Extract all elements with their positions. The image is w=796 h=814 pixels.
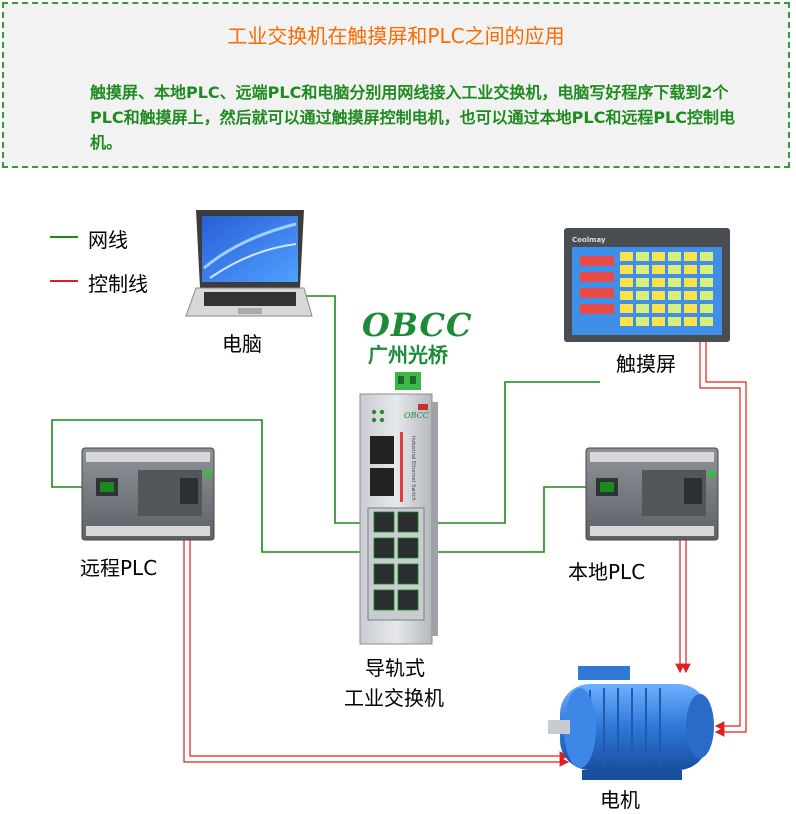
- hmi-cell: [636, 304, 649, 313]
- hmi-cell: [620, 317, 633, 326]
- hmi-cell: [700, 317, 713, 326]
- brand-logo: OBCC: [362, 306, 473, 344]
- switch-port: [373, 537, 395, 559]
- hmi-cell: [652, 252, 665, 261]
- hmi-cell: [700, 252, 713, 261]
- switch-image: OBCC Industrial Ethernet Switch: [359, 372, 438, 645]
- switch-label-line2: 工业交换机: [344, 686, 444, 710]
- switch-port: [373, 511, 395, 533]
- net-line-local-plc: [420, 486, 602, 553]
- computer-label: 电脑: [222, 332, 262, 356]
- header-box: 工业交换机在触摸屏和PLC之间的应用 触摸屏、本地PLC、远端PLC和电脑分别用…: [2, 2, 790, 168]
- local-plc-image: [585, 447, 719, 541]
- switch-port: [397, 589, 419, 611]
- hmi-button: [580, 288, 614, 298]
- hmi-cell: [620, 304, 633, 313]
- hmi-cell: [636, 291, 649, 300]
- brand-logo-cn: 广州光桥: [368, 343, 448, 367]
- hmi-cell: [668, 252, 681, 261]
- switch-port: [397, 537, 419, 559]
- hmi-cell: [652, 278, 665, 287]
- local-plc-label: 本地PLC: [568, 560, 646, 584]
- hmi-cell: [684, 304, 697, 313]
- touchscreen-label: 触摸屏: [616, 352, 676, 376]
- switch-port: [373, 563, 395, 585]
- motor-label: 电机: [600, 788, 640, 812]
- hmi-button: [580, 304, 614, 314]
- page-title: 工业交换机在触摸屏和PLC之间的应用: [227, 24, 565, 48]
- remote-plc-image: [81, 447, 215, 541]
- switch-brand-text: OBCC: [404, 411, 429, 420]
- hmi-cell: [620, 278, 633, 287]
- switch-port: [397, 511, 419, 533]
- hmi-cell: [700, 265, 713, 274]
- hmi-cell: [652, 265, 665, 274]
- switch-vertical-text: Industrial Ethernet Switch: [410, 436, 416, 501]
- net-line-computer: [306, 295, 376, 524]
- header-description: 触摸屏、本地PLC、远端PLC和电脑分别用网线接入工业交换机，电脑写好程序下载到…: [90, 83, 735, 152]
- net-line-touchscreen: [420, 381, 600, 524]
- switch-port: [397, 563, 419, 585]
- control-lines: [183, 342, 747, 767]
- ctrl-line-remote-plc-a: [183, 537, 570, 767]
- hmi-cell: [684, 265, 697, 274]
- switch-label-line1: 导轨式: [365, 656, 425, 680]
- hmi-cell: [636, 265, 649, 274]
- legend-network-label: 网线: [88, 228, 128, 252]
- hmi-button: [580, 272, 614, 282]
- motor-image: [548, 666, 714, 780]
- hmi-cell: [668, 317, 681, 326]
- legend: [50, 236, 78, 282]
- hmi-cell: [668, 291, 681, 300]
- hmi-cell: [684, 252, 697, 261]
- hmi-cell: [700, 291, 713, 300]
- hmi-cell: [700, 304, 713, 313]
- legend-control-label: 控制线: [88, 272, 148, 296]
- hmi-cell: [636, 252, 649, 261]
- hmi-cell: [620, 265, 633, 274]
- hmi-cell: [668, 278, 681, 287]
- touchscreen-image: Coolmay: [564, 228, 730, 342]
- hmi-cell: [652, 291, 665, 300]
- hmi-cell: [668, 265, 681, 274]
- hmi-cell: [668, 304, 681, 313]
- ctrl-line-touchscreen-b: [705, 342, 747, 737]
- hmi-cell: [652, 304, 665, 313]
- hmi-cell: [684, 278, 697, 287]
- switch-port: [373, 589, 395, 611]
- ctrl-line-touchscreen-a: [699, 342, 741, 731]
- hmi-cell: [620, 291, 633, 300]
- hmi-brand-text: Coolmay: [572, 236, 606, 244]
- hmi-cell: [620, 252, 633, 261]
- ctrl-line-remote-plc-b: [189, 537, 570, 761]
- net-line-remote-plc: [51, 419, 376, 553]
- hmi-cell: [684, 317, 697, 326]
- hmi-cell: [636, 317, 649, 326]
- hmi-cell: [684, 291, 697, 300]
- hmi-cell: [652, 317, 665, 326]
- hmi-button: [580, 256, 614, 266]
- hmi-cell: [700, 278, 713, 287]
- network-lines: [51, 295, 602, 553]
- hmi-cell: [636, 278, 649, 287]
- remote-plc-label: 远程PLC: [80, 556, 158, 580]
- laptop-image: [185, 210, 313, 317]
